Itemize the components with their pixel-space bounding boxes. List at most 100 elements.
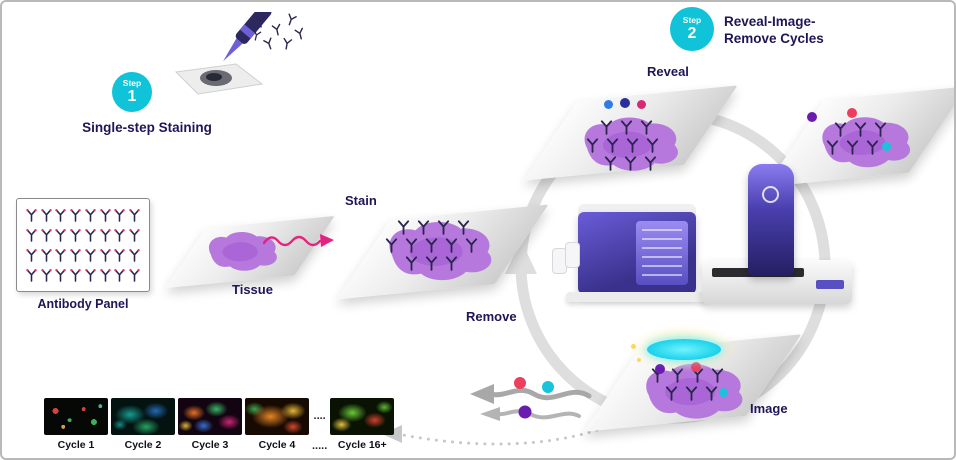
tissue-blob bbox=[822, 117, 911, 168]
cycle-ellipsis: .... ..... bbox=[312, 398, 327, 452]
instrument-screen bbox=[636, 221, 688, 285]
antibody-icon bbox=[26, 209, 37, 222]
tissue-blob bbox=[389, 222, 492, 281]
antibody-icon bbox=[397, 220, 410, 235]
cycle-image bbox=[178, 398, 242, 435]
antibody-icon bbox=[85, 209, 96, 222]
antibody-icon bbox=[705, 386, 718, 401]
pipette-illustration bbox=[174, 12, 304, 95]
antibody-icon bbox=[70, 229, 81, 242]
instrument-illustration bbox=[550, 160, 855, 315]
antibody-panel-label: Antibody Panel bbox=[37, 297, 129, 311]
antibody-icon bbox=[405, 256, 418, 271]
antibody-icon bbox=[640, 120, 653, 135]
antibody-icon bbox=[620, 120, 633, 135]
fluorophore-dot-cyan bbox=[882, 142, 891, 151]
antibody-icon bbox=[129, 249, 140, 262]
step-2-title-line1: Reveal-Image- bbox=[724, 14, 816, 29]
cycle-label: Cycle 1 bbox=[57, 439, 95, 451]
stain-label: Stain bbox=[345, 193, 377, 208]
antibody-icon bbox=[85, 249, 96, 262]
cycle-ring-arrowhead bbox=[505, 240, 537, 274]
fluorophore-dot-purple bbox=[807, 112, 817, 122]
antibody-icon bbox=[26, 229, 37, 242]
antibody-icon bbox=[457, 220, 470, 235]
antibody-icon bbox=[606, 138, 619, 153]
fluorophore-dot-magenta bbox=[637, 100, 646, 109]
antibody-icon bbox=[425, 238, 438, 253]
image-label: Image bbox=[750, 401, 788, 416]
stained-slide bbox=[335, 202, 550, 302]
antibody-icon bbox=[100, 269, 111, 282]
antibody-icon bbox=[55, 249, 66, 262]
step-1-badge: Step 1 bbox=[112, 72, 152, 112]
tissue-label: Tissue bbox=[232, 282, 273, 297]
antibody-icon bbox=[586, 138, 599, 153]
remove-arrowhead bbox=[470, 384, 494, 404]
antibody-icon bbox=[834, 122, 847, 137]
cycle-item: Cycle 2 bbox=[111, 398, 175, 451]
antibody-icon bbox=[385, 238, 398, 253]
antibody-icon bbox=[129, 269, 140, 282]
cycle-item: Cycle 3 bbox=[178, 398, 242, 451]
brand-logo-icon bbox=[762, 186, 779, 203]
base-panel bbox=[816, 280, 844, 289]
objective-light-icon bbox=[647, 339, 721, 360]
antibody-icon bbox=[665, 386, 678, 401]
antibody-icon bbox=[41, 229, 52, 242]
fluorophore-dot-purple bbox=[518, 405, 532, 419]
antibody-icon bbox=[26, 269, 37, 282]
cycle-item: Cycle 1 bbox=[44, 398, 108, 451]
step-number: 2 bbox=[687, 24, 697, 42]
step-number: 1 bbox=[127, 87, 137, 105]
antibody-icon bbox=[100, 209, 111, 222]
tissue-blob bbox=[208, 232, 277, 271]
antibody-icon bbox=[114, 269, 125, 282]
antibody-icon bbox=[100, 249, 111, 262]
cycle-label: Cycle 4 bbox=[258, 439, 296, 451]
antibody-icon bbox=[866, 140, 879, 155]
fluorophore-dot-red bbox=[691, 362, 701, 372]
antibody-icon bbox=[114, 249, 125, 262]
cycle-label: Cycle 3 bbox=[191, 439, 229, 451]
cycle-images-strip: Cycle 1 Cycle 2 Cycle 3 Cycle 4 .... ...… bbox=[44, 398, 395, 452]
antibody-icon bbox=[405, 238, 418, 253]
antibody-icon bbox=[70, 209, 81, 222]
antibody-icon bbox=[70, 269, 81, 282]
antibody-icon bbox=[85, 269, 96, 282]
antibody-icon bbox=[874, 122, 887, 137]
reagent-bottle-icon bbox=[565, 242, 580, 268]
antibody-icon bbox=[445, 238, 458, 253]
bound-antibodies bbox=[826, 122, 887, 155]
antibody-icon bbox=[41, 249, 52, 262]
ellipsis-dots: ..... bbox=[312, 440, 328, 452]
fluorophore-dot-blue bbox=[604, 100, 613, 109]
antibody-icon bbox=[846, 140, 859, 155]
fluorophore-dot-cyan bbox=[719, 388, 728, 397]
antibody-icon bbox=[114, 229, 125, 242]
cycle-label: Cycle 16+ bbox=[337, 439, 387, 451]
antibody-icon bbox=[685, 386, 698, 401]
antibody-icon bbox=[26, 249, 37, 262]
reveal-slide bbox=[523, 84, 738, 182]
antibody-icon bbox=[465, 238, 478, 253]
cycle-image bbox=[111, 398, 175, 435]
cycle-image bbox=[245, 398, 309, 435]
microscope-tower-image bbox=[748, 164, 794, 276]
pipette-icon bbox=[223, 12, 272, 62]
ellipsis-dots: .... bbox=[313, 410, 326, 422]
step-1-title: Single-step Staining bbox=[82, 120, 212, 135]
fluorophore-dot-purple bbox=[655, 364, 665, 374]
step-2-title-line2: Remove Cycles bbox=[724, 30, 824, 46]
antibody-icon bbox=[600, 120, 613, 135]
antibody-icon bbox=[270, 23, 284, 37]
antibody-icon bbox=[55, 229, 66, 242]
antibody-panel bbox=[16, 198, 150, 292]
antibody-icon bbox=[129, 229, 140, 242]
fluorophore-dot-red bbox=[847, 108, 857, 118]
cycle-image bbox=[330, 398, 395, 435]
antibody-icon bbox=[129, 209, 140, 222]
antibody-icon bbox=[55, 269, 66, 282]
antibody-icon bbox=[826, 140, 839, 155]
